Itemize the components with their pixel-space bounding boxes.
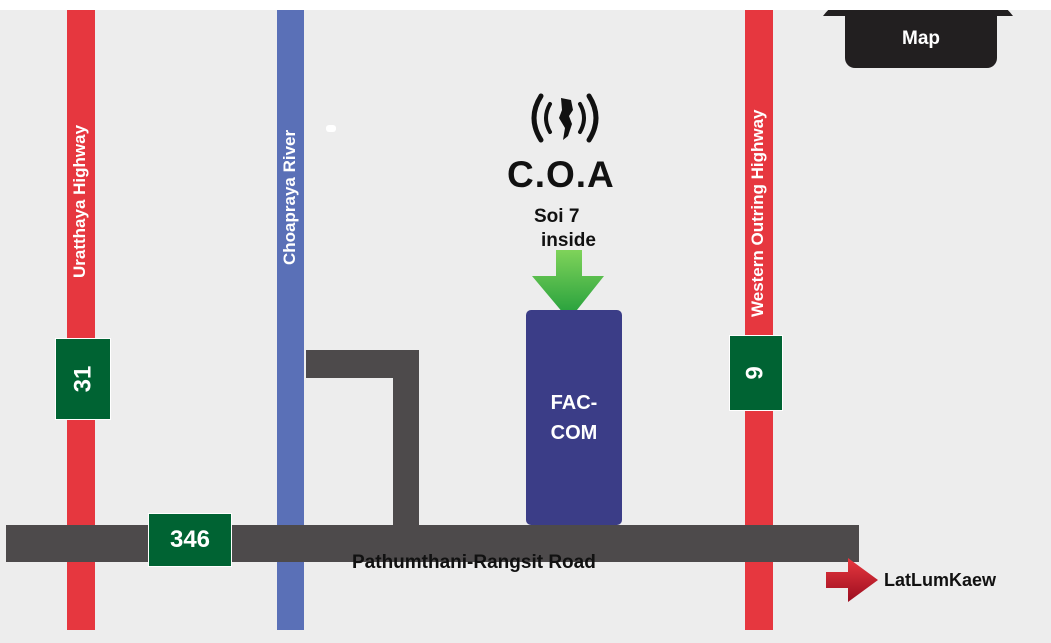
- fac-com-label: FAC- COM: [551, 388, 598, 448]
- soi-label: Soi 7: [534, 206, 580, 227]
- latlumkaew-label: LatLumKaew: [884, 570, 997, 590]
- map-marker-dot: [326, 125, 336, 132]
- right-arrow-icon: [826, 558, 878, 602]
- main-road-label: Pathumthani-Rangsit Road: [352, 552, 596, 573]
- map-tab[interactable]: Map: [845, 10, 997, 68]
- western-outring-highway-label: Western Outring Highway: [748, 109, 767, 318]
- down-arrow-icon: [532, 250, 604, 320]
- highway-shield-9: 9: [729, 335, 783, 411]
- choapraya-river-label: Choapraya River: [280, 129, 299, 265]
- map-tab-label: Map: [902, 28, 940, 49]
- highway-shield-9-number: 9: [741, 366, 769, 380]
- uratthaya-highway-label: Uratthaya Highway: [70, 124, 89, 278]
- route-map: Map Uratthaya Highway Choapraya River We…: [0, 10, 1051, 643]
- fac-com-building[interactable]: FAC- COM: [526, 310, 622, 525]
- fac-com-label-line2: COM: [550, 421, 598, 444]
- highway-shield-346: 346: [148, 513, 232, 567]
- destination-name: C.O.A: [507, 154, 615, 195]
- highway-shield-31-number: 31: [68, 365, 96, 393]
- side-road-vertical: [393, 350, 419, 540]
- inside-label: inside: [541, 230, 596, 251]
- highway-shield-31: 31: [55, 338, 111, 420]
- coa-logo-icon: [531, 93, 599, 143]
- fac-com-label-line1: FAC-: [550, 391, 598, 414]
- side-road-horizontal: [306, 350, 419, 378]
- highway-shield-346-number: 346: [169, 526, 211, 553]
